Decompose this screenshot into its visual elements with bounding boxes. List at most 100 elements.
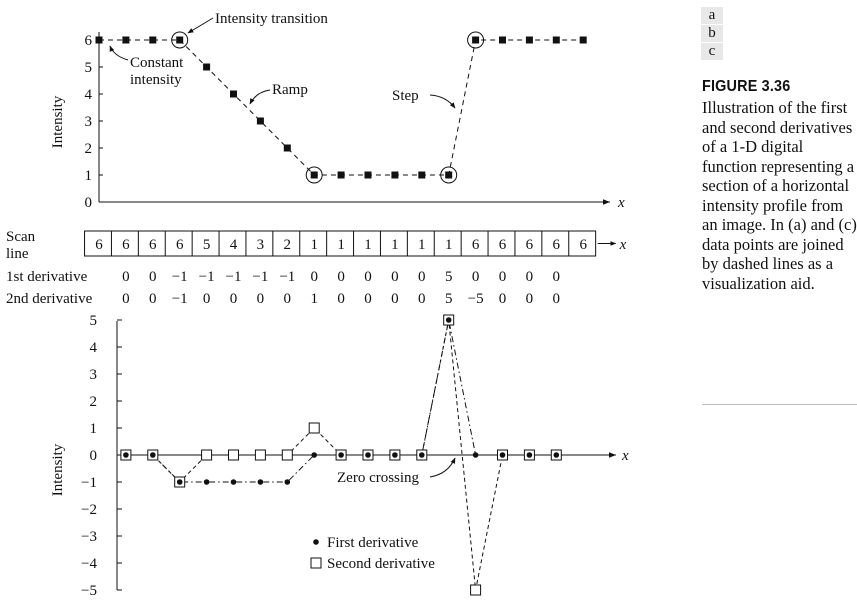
data-point [418,171,426,179]
scan-line-cell: 6 [553,237,561,253]
data-point [95,36,103,44]
annotation-step: Step [392,88,419,104]
figure-caption: FIGURE 3.36 Illustration of the first an… [702,78,857,293]
scan-line-cell: 6 [149,237,157,253]
transition-circle [467,31,485,49]
second-derivative-value: 0 [499,291,507,307]
first-derivative-value: 0 [149,269,157,285]
scan-line-cell: 1 [310,237,318,253]
annotation-ramp: Ramp [272,82,308,98]
first-derivative-marker [499,452,506,458]
first-derivative-value: 0 [472,269,480,285]
transition-circle [440,166,458,184]
scan-line-cell: 6 [472,237,480,253]
second-derivative-marker [254,449,266,461]
y-tick-label: 1 [90,421,98,437]
second-derivative-value: 0 [526,291,534,307]
second-derivative-marker [281,449,293,461]
transition-circle [305,166,323,184]
second-derivative-value: 1 [310,291,318,307]
first-derivative-value: 0 [337,269,345,285]
data-point [499,36,506,44]
scan-line-cell: 6 [176,237,184,253]
first-derivative-marker [553,452,560,458]
x-axis-label: x [621,448,629,464]
second-derivative-value: 0 [122,291,130,307]
transition-circle [171,31,189,49]
second-derivative-marker [228,449,239,461]
annotation-zero-crossing: Zero crossing [337,470,420,486]
caption-title: FIGURE 3.36 [702,78,791,95]
first-derivative-marker [338,452,344,458]
first-derivative-label: 1st derivative [6,269,88,285]
scan-line-box [84,230,597,257]
second-derivative-value: 0 [391,291,399,307]
panel-letters: a b c [701,7,723,61]
y-tick-label: −4 [81,556,97,572]
caption-text: Illustration of the first and second der… [702,98,857,293]
data-point [579,36,587,44]
legend-dot-icon [313,539,319,545]
y-axis-label: Intensity [50,443,66,496]
data-point [203,63,211,71]
data-point [283,144,291,152]
scan-line-x-label: x [619,237,627,253]
first-derivative-marker [311,452,318,458]
data-point [122,36,130,44]
y-tick-label: 0 [85,195,93,211]
data-point [256,117,264,125]
second-derivative-value: 5 [445,291,453,307]
y-tick-label: 5 [85,60,93,76]
y-axis-label: Intensity [50,95,66,148]
data-point [445,171,453,179]
scan-line-cell: 1 [337,237,345,253]
data-point [337,171,345,179]
caption-rule [702,404,857,405]
y-tick-label: 4 [90,340,98,356]
data-point [149,36,157,44]
y-tick-label: 5 [90,313,98,329]
legend-first-derivative: First derivative [327,535,419,551]
first-derivative-marker [150,452,156,458]
first-derivative-value: −1 [226,269,242,285]
data-point [525,36,533,44]
data-point [230,90,237,98]
scan-line-cell: 1 [391,237,399,253]
scan-line-cell: 1 [445,237,453,253]
first-derivative-value: 0 [553,269,561,285]
legend-square-icon [310,557,322,569]
y-tick-label: −1 [81,475,97,491]
data-point [472,36,480,44]
first-derivative-marker [123,452,129,458]
scan-line-cell: 4 [230,237,238,253]
scan-line-cell: 6 [526,237,534,253]
second-derivative-value: 0 [418,291,426,307]
y-tick-label: 2 [90,394,98,410]
first-derivative-value: 0 [310,269,318,285]
y-tick-label: 3 [90,367,98,383]
annotation-arrow [109,45,129,61]
first-derivative-marker [392,452,398,458]
first-derivative-value: 0 [499,269,507,285]
second-derivative-value: −1 [172,291,188,307]
second-derivative-value: 0 [364,291,372,307]
y-tick-label: −2 [81,502,97,518]
scan-line-cell: 3 [257,237,265,253]
second-derivative-value: 0 [284,291,292,307]
x-axis-label: x [617,195,625,211]
data-point [310,171,318,179]
first-derivative-line [125,319,557,483]
data-point [552,36,560,44]
y-tick-label: −5 [81,583,97,599]
first-derivative-marker [257,479,264,485]
scan-line-cell: 5 [203,237,211,253]
second-derivative-value: 0 [337,291,345,307]
scan-line-cell: 2 [284,237,292,253]
first-derivative-marker [176,479,183,485]
